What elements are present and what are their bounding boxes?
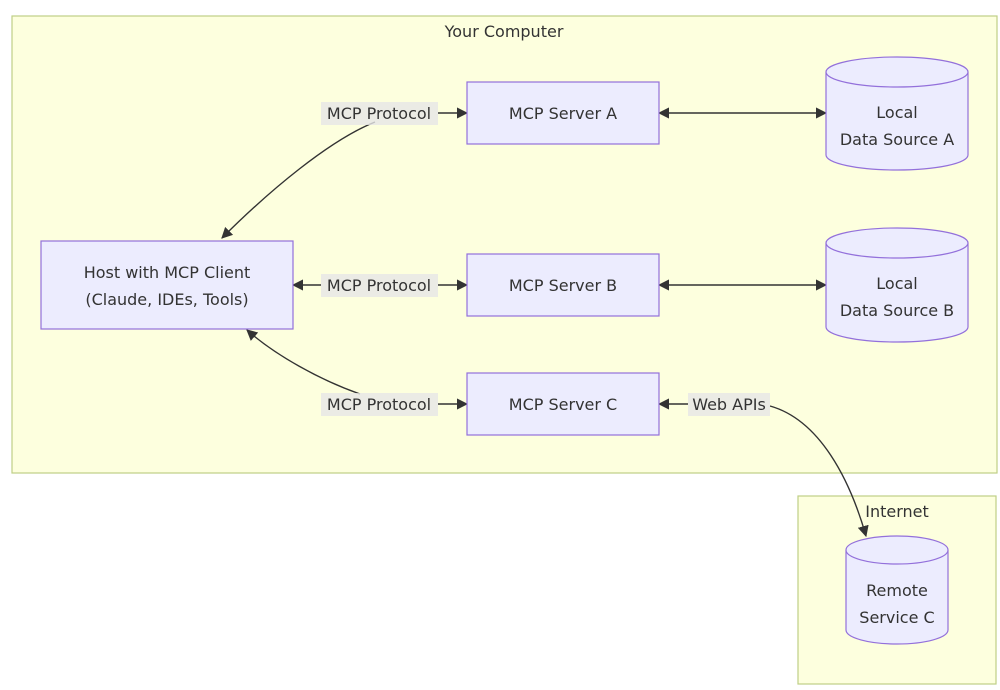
edge-web-apis-remote-c [769, 405, 869, 538]
node-remote-c-line2: Service C [859, 608, 934, 627]
node-host: Host with MCP Client (Claude, IDEs, Tool… [40, 240, 294, 330]
edge-host-protocol-c [246, 329, 361, 395]
node-local-b-line1: Local [876, 274, 917, 293]
node-remote-service-c: Remote Service C [845, 535, 949, 645]
node-remote-c-line1: Remote [866, 581, 928, 600]
cluster-internet-label: Internet [865, 502, 929, 521]
node-server-c-label: MCP Server C [509, 395, 617, 414]
node-host-line1: Host with MCP Client [84, 263, 251, 282]
node-local-b-line2: Data Source B [840, 301, 954, 320]
node-local-data-source-b: Local Data Source B [825, 227, 969, 343]
node-server-c: MCP Server C [466, 372, 660, 436]
cluster-your-computer-label: Your Computer [444, 22, 564, 41]
node-server-b: MCP Server B [466, 253, 660, 317]
edge-label-protocol-c: MCP Protocol [321, 393, 438, 416]
edge-label-protocol-a: MCP Protocol [321, 102, 438, 125]
cluster-internet: Internet [797, 495, 997, 685]
edge-label-protocol-c-text: MCP Protocol [327, 395, 431, 414]
node-server-a: MCP Server A [466, 81, 660, 145]
node-local-data-source-a: Local Data Source A [825, 56, 969, 171]
node-server-a-label: MCP Server A [509, 104, 617, 123]
edge-host-protocol-a [221, 121, 376, 239]
edge-label-protocol-a-text: MCP Protocol [327, 104, 431, 123]
edge-label-protocol-b: MCP Protocol [321, 274, 438, 297]
edges [221, 107, 869, 538]
node-host-line2: (Claude, IDEs, Tools) [85, 290, 248, 309]
node-local-a-line2: Data Source A [840, 130, 954, 149]
edge-label-web-apis-text: Web APIs [692, 395, 766, 414]
node-local-a-line1: Local [876, 103, 917, 122]
edge-label-protocol-b-text: MCP Protocol [327, 276, 431, 295]
node-server-b-label: MCP Server B [509, 276, 617, 295]
edge-label-web-apis: Web APIs [688, 393, 770, 416]
